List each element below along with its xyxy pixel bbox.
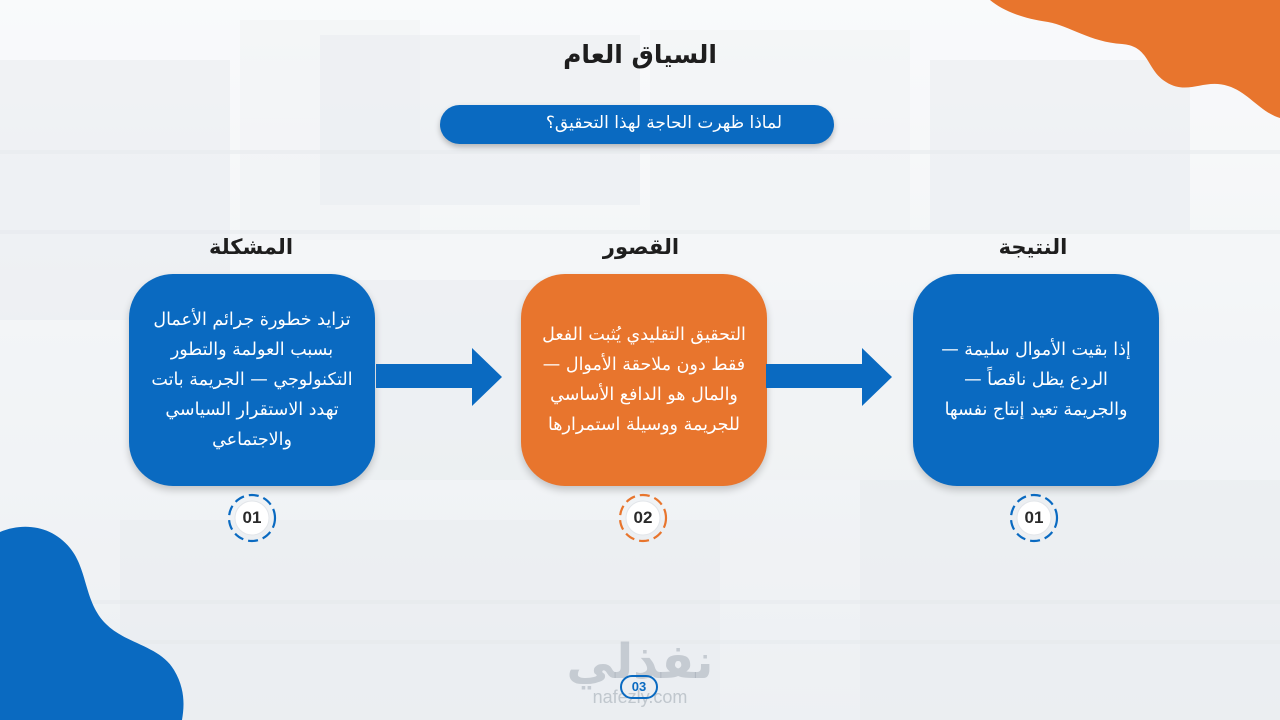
decorative-blue-blob	[0, 526, 184, 720]
page-number: 03	[620, 675, 658, 699]
decorative-orange-blob	[990, 0, 1280, 118]
step-number: 01	[242, 508, 262, 527]
slide-title: السياق العام	[563, 40, 717, 69]
watermark-logo: نفذلي	[566, 634, 714, 690]
step-number-badge: 01	[227, 493, 277, 543]
result-card: إذا بقيت الأموال سليمة — الردع يظل ناقصا…	[913, 274, 1159, 486]
shortcoming-text: التحقيق التقليدي يُثبت الفعل فقط دون ملا…	[542, 325, 746, 435]
problem-heading: المشكلة	[208, 235, 294, 259]
step-number-badge: 01	[1009, 493, 1059, 543]
shortcoming-card: التحقيق التقليدي يُثبت الفعل فقط دون ملا…	[521, 274, 767, 486]
question-banner: لماذا ظهرت الحاجة لهذا التحقيق؟	[440, 105, 834, 144]
arrow-right-icon	[376, 348, 502, 406]
result-text: إذا بقيت الأموال سليمة — الردع يظل ناقصا…	[941, 340, 1131, 420]
step-number: 01	[1024, 508, 1044, 527]
step-number: 02	[633, 508, 653, 527]
problem-card: تزايد خطورة جرائم الأعمال بسبب العولمة و…	[129, 274, 375, 486]
problem-text: تزايد خطورة جرائم الأعمال بسبب العولمة و…	[151, 310, 353, 450]
shortcoming-heading: القصور	[602, 235, 680, 259]
arrow-right-icon	[766, 348, 892, 406]
step-number-badge: 02	[618, 493, 668, 543]
result-heading: النتيجة	[998, 235, 1068, 259]
